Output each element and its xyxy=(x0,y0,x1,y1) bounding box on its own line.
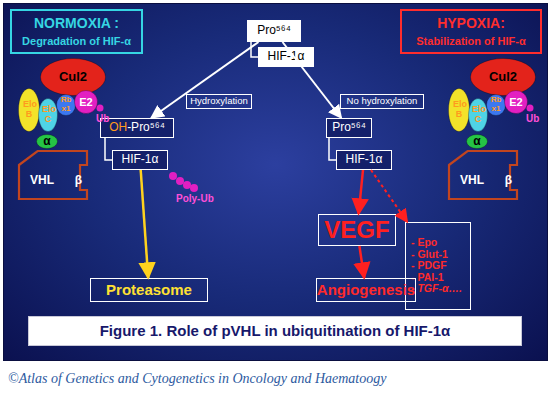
ubiquitin-bead xyxy=(169,172,177,180)
ubiquitin-bead xyxy=(176,177,184,185)
shape-fill xyxy=(487,95,506,116)
ubiquitin-bead xyxy=(190,184,198,192)
bond-bracket xyxy=(251,42,258,57)
shape-fill xyxy=(19,89,40,132)
node-text: Rb x1 xyxy=(490,96,502,114)
node-text: - Glut-1 xyxy=(411,249,448,261)
outcome-box: Angiogenesis xyxy=(316,278,416,302)
rbx-circle: Rb x1 xyxy=(56,94,76,116)
shape-fill xyxy=(467,135,488,149)
elongin-oval: Elo C xyxy=(38,98,58,132)
node-text: β xyxy=(505,174,512,187)
node-text: - TGF-α…. xyxy=(411,283,462,295)
node-text: Elo C xyxy=(42,105,54,125)
pathway-arrow xyxy=(359,246,364,278)
ubiquitin-label: Ub xyxy=(96,113,109,124)
node-text: HIF-1α xyxy=(346,153,383,166)
node-text: Rb x1 xyxy=(60,96,72,114)
node-text: NORMOXIA : xyxy=(34,16,119,31)
node-text: Elo B xyxy=(453,100,465,120)
shape-fill xyxy=(449,89,470,132)
gene-box: VEGF xyxy=(318,214,396,246)
vhl-shape: VHL β xyxy=(448,150,518,200)
node-text: Pro⁵⁶⁴ xyxy=(257,24,291,37)
node-text: Angiogenesis xyxy=(317,282,415,299)
shape-fill xyxy=(41,59,106,96)
shape-fill xyxy=(469,99,488,132)
node-text: α xyxy=(43,135,50,148)
node-text: No hydroxylation xyxy=(347,96,418,106)
step-label: No hydroxylation xyxy=(340,94,424,109)
node-text: - PDGF xyxy=(411,260,447,272)
e2-circle: E2 xyxy=(74,90,98,114)
node-text: VHL xyxy=(30,174,54,187)
node-text: Cul2 xyxy=(489,70,517,84)
node-text: HIF-1α xyxy=(268,50,305,63)
elongin-oval: Elo C xyxy=(468,98,488,132)
node-text: Figure 1. Role of pVHL in ubiquitination… xyxy=(100,323,451,340)
ubiquitin-bead xyxy=(527,105,534,112)
alpha-domain: α xyxy=(36,134,58,149)
shape-fill xyxy=(75,91,98,114)
shape-fill xyxy=(37,135,58,149)
residue-box: Pro⁵⁶⁴ xyxy=(247,20,301,42)
shape-fill xyxy=(19,151,87,199)
condition-header: HYPOXIA: Stabilization of HIF-α xyxy=(400,9,542,54)
node-text: HYPOXIA: xyxy=(437,16,505,31)
node-text: Pro⁵⁶⁴ xyxy=(332,121,366,134)
shape-fill xyxy=(505,91,528,114)
node-text: α xyxy=(473,135,480,148)
node-text: OH xyxy=(109,121,127,134)
pathway-arrow xyxy=(359,170,363,214)
shape-fill xyxy=(39,99,58,132)
shape-fill xyxy=(449,151,517,199)
rbx-circle: Rb x1 xyxy=(486,94,506,116)
node-text: Elo B xyxy=(23,100,35,120)
protein-box: HIF-1α xyxy=(336,150,392,170)
node-text: Hydroxylation xyxy=(190,96,248,106)
node-text: Elo C xyxy=(472,105,484,125)
e2-circle: E2 xyxy=(504,90,528,114)
node-text: β xyxy=(75,174,82,187)
protein-box: HIF-1α xyxy=(112,150,168,170)
node-text: E2 xyxy=(509,96,522,108)
node-text: E2 xyxy=(79,96,92,108)
ubiquitin-bead xyxy=(183,181,191,189)
elongin-oval: Elo B xyxy=(18,88,40,132)
ubiquitin-label: Ub xyxy=(526,113,539,124)
node-text: Cul2 xyxy=(59,70,87,84)
figure-title-box: Figure 1. Role of pVHL in ubiquitination… xyxy=(28,316,522,346)
pathway-arrow xyxy=(141,170,149,278)
step-label: Hydroxylation xyxy=(186,94,252,109)
node-text: -Pro⁵⁶⁴ xyxy=(127,121,165,134)
node-text: Proteasome xyxy=(106,282,192,299)
bond-bracket xyxy=(329,138,336,160)
ubiquitin-label: Poly-Ub xyxy=(176,193,214,204)
pathway-arrow xyxy=(151,42,258,118)
bond-bracket xyxy=(105,138,112,160)
shape-fill xyxy=(471,59,536,96)
node-text: HIF-1α xyxy=(122,153,159,166)
node-text: VEGF xyxy=(324,217,389,243)
residue-box: Pro⁵⁶⁴ xyxy=(326,118,372,138)
node-text: - Epo xyxy=(411,237,437,249)
residue-box: OH-Pro⁵⁶⁴ xyxy=(100,118,174,138)
cullin-ellipse: Cul2 xyxy=(470,58,536,96)
node-text: Stabilization of HIF-α xyxy=(416,35,525,47)
copyright-caption: ©Atlas of Genetics and Cytogenetics in O… xyxy=(8,371,386,387)
outcome-box: Proteasome xyxy=(90,278,208,302)
elongin-oval: Elo B xyxy=(448,88,470,132)
protein-box: HIF-1α xyxy=(258,47,314,67)
shape-fill xyxy=(57,95,76,116)
alpha-domain: α xyxy=(466,134,488,149)
node-text: Degradation of HIF-α xyxy=(22,35,131,47)
vhl-shape: VHL β xyxy=(18,150,88,200)
ubiquitin-bead xyxy=(97,105,104,112)
condition-header: NORMOXIA : Degradation of HIF-α xyxy=(10,9,143,54)
cullin-ellipse: Cul2 xyxy=(40,58,106,96)
node-text: VHL xyxy=(460,174,484,187)
